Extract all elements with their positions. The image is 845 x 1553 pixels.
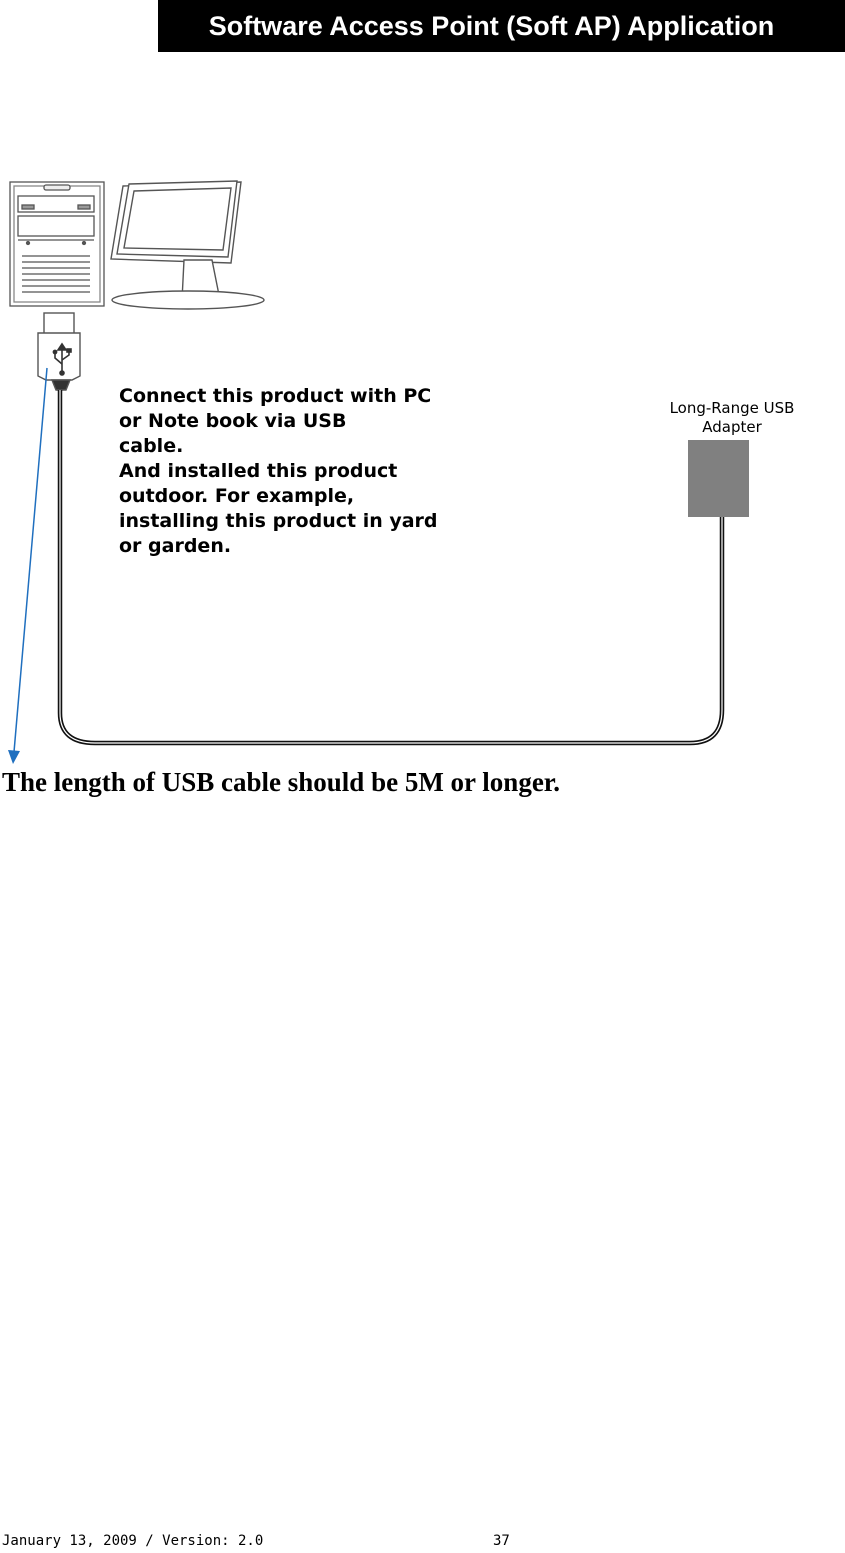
adapter-label-line: Long-Range USB [669,399,795,417]
page-footer: January 13, 2009 / Version: 2.0 37 [0,1533,845,1553]
instruction-line: Connect this product with PC [119,385,432,407]
usb-connection-diagram [8,180,749,764]
instruction-line: cable. [119,435,184,457]
page-header: Software Access Point (Soft AP) Applicat… [158,0,845,52]
instruction-line: or garden. [119,535,232,557]
usb-symbol-icon [52,342,72,376]
computer-tower-icon [9,181,105,307]
usb-plug-icon [37,312,81,391]
pointer-arrow [8,367,48,764]
cable-length-caption: The length of USB cable should be 5M or … [2,767,561,797]
instruction-text: Connect this product with PC or Note boo… [119,384,438,559]
usb-adapter-icon [688,440,749,517]
instruction-line: And installed this product [119,460,398,482]
adapter-label-line: Adapter [702,418,762,436]
header-title: Software Access Point (Soft AP) Applicat… [208,10,775,41]
footer-date-version: January 13, 2009 / Version: 2.0 [2,1533,264,1549]
monitor-icon [110,180,265,310]
page-number: 37 [493,1533,510,1549]
adapter-label: Long-Range USB Adapter [638,399,826,437]
instruction-line: outdoor. For example, [119,485,355,507]
instruction-line: or Note book via USB [119,410,347,432]
instruction-line: installing this product in yard [119,510,438,532]
